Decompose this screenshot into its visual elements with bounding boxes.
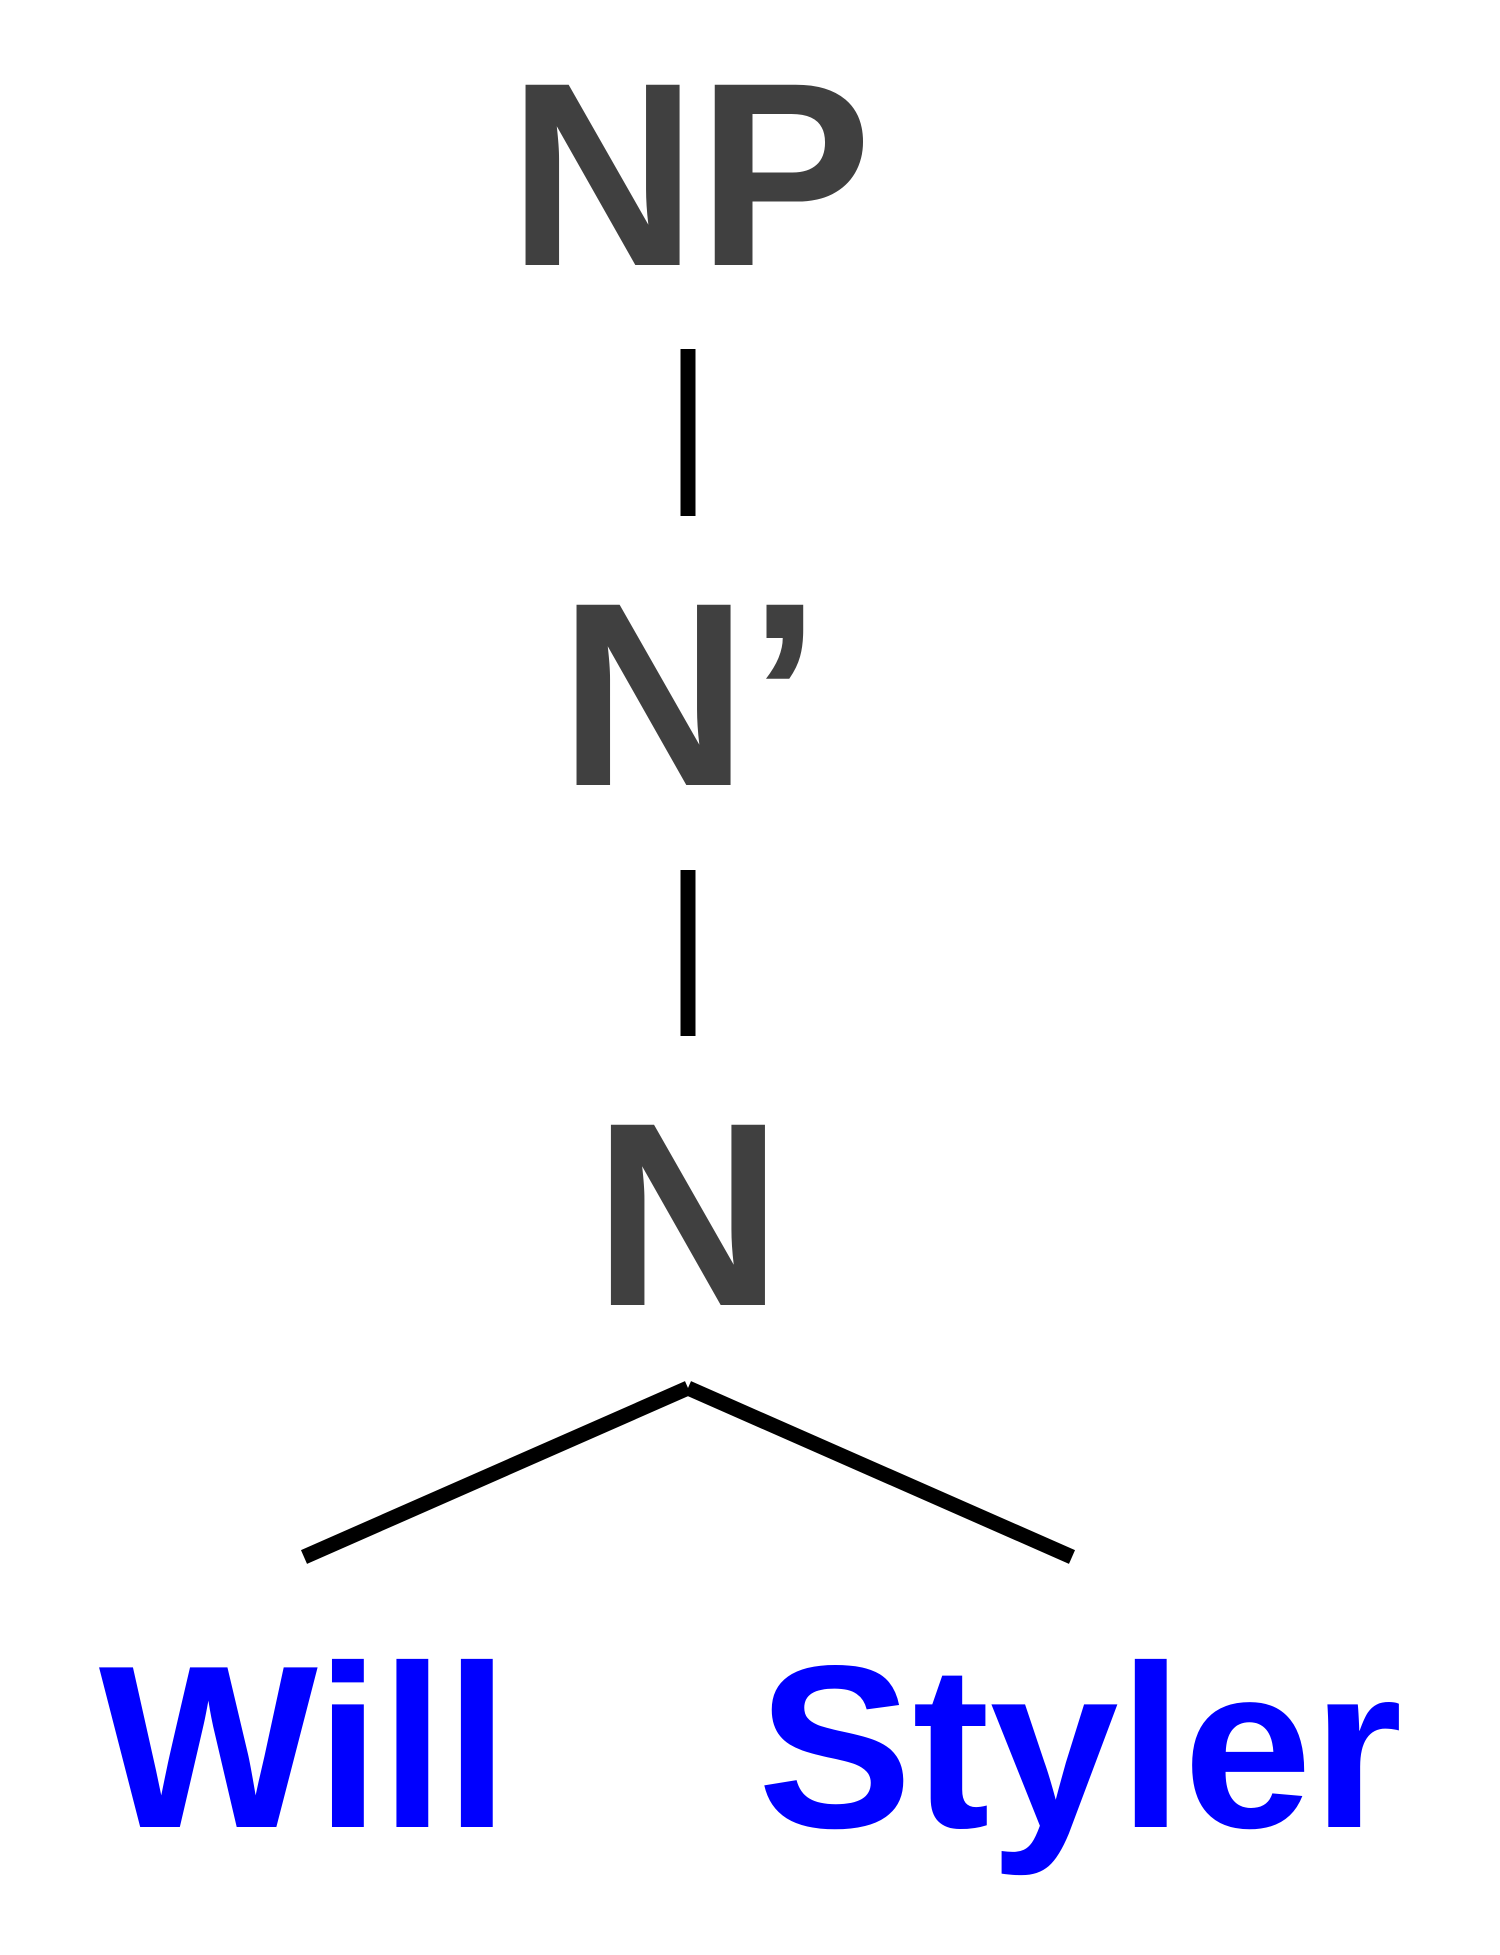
tree-branches	[300, 349, 1076, 1564]
node-n-label: N	[593, 1068, 782, 1361]
leaf-word-styler: Styler	[758, 1618, 1403, 1877]
node-np-label: NP	[508, 28, 872, 321]
tree-nodes: NP N’ N	[508, 28, 872, 1361]
branch-n-to-styler	[684, 1381, 1076, 1564]
leaf-word-will: Will	[99, 1618, 509, 1877]
branch-n-to-will	[300, 1381, 692, 1564]
tree-leaves: Will Styler	[99, 1618, 1403, 1877]
node-nbar-label: N’	[559, 548, 821, 841]
